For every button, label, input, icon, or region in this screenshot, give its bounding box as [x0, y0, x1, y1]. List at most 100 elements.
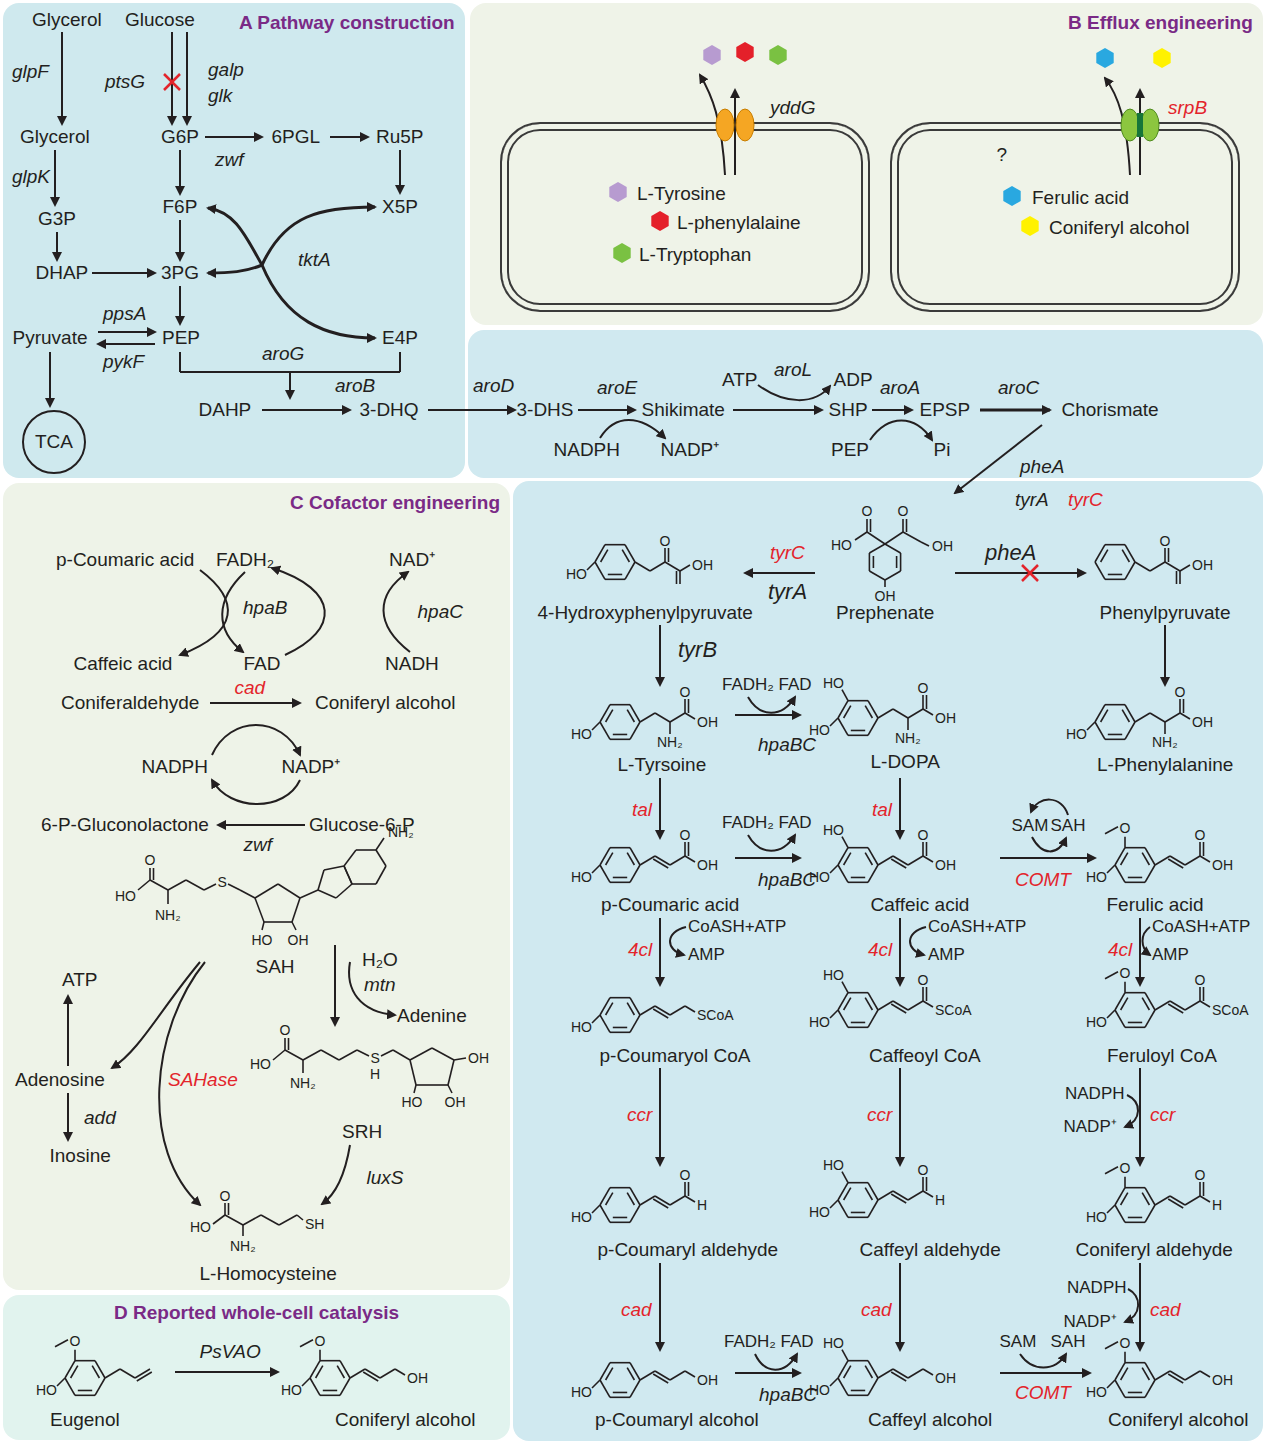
compound-name: p-Coumaryol CoA	[600, 1045, 751, 1068]
compound-name: Ru5P	[376, 126, 424, 149]
arrow	[955, 572, 1085, 574]
arrow	[659, 918, 661, 985]
molecule-icon	[1021, 216, 1038, 236]
enzyme-gene: tktA	[298, 249, 331, 272]
atom-label: O	[1120, 820, 1131, 837]
arrow	[399, 150, 401, 193]
atom-label: OH	[1192, 714, 1213, 731]
molecule-icon	[769, 45, 786, 65]
cell-outline: ?Ferulic acidConiferyl alcohol	[890, 122, 1240, 312]
molecule-icon	[613, 243, 630, 263]
compound-name: 6PGL	[272, 126, 321, 149]
compound-name: SAH	[1051, 1332, 1086, 1352]
cell-label: L-phenylalaine	[677, 212, 801, 235]
curved-arrow	[322, 1145, 350, 1204]
enzyme-gene: aroD	[473, 375, 514, 398]
atom-label: HO	[1086, 1209, 1107, 1226]
atom-label: OH	[875, 588, 896, 605]
atom-label: OH	[1212, 857, 1233, 874]
compound-name: ATP	[62, 969, 98, 992]
compound-name: L-Tyrsoine	[618, 754, 707, 777]
atom-label: O	[918, 972, 929, 989]
enzyme-gene: zwf	[215, 149, 244, 172]
atom-label: O	[145, 852, 156, 869]
atom-label: SCoA	[697, 1007, 734, 1024]
enzyme-gene: mtn	[364, 974, 396, 997]
arrow	[171, 32, 173, 124]
curved-arrow	[222, 572, 245, 652]
compound-name: Shikimate	[642, 399, 725, 422]
atom-label: HO	[823, 1335, 844, 1352]
atom-label: NH₂	[388, 824, 414, 841]
enzyme-gene: 4cl	[868, 939, 892, 962]
atom-label: O	[680, 684, 691, 701]
arrow	[659, 778, 661, 838]
atom-label: HO	[402, 1094, 423, 1111]
atom-label: HO	[1086, 1384, 1107, 1401]
curved-arrow	[208, 208, 262, 265]
enzyme-gene: cad	[861, 1299, 892, 1322]
compound-name: Caffeic acid	[871, 894, 970, 917]
atom-label: O	[680, 1167, 691, 1184]
transporter	[736, 109, 754, 141]
compound-name: SAH	[256, 956, 295, 979]
atom-label: HO	[823, 675, 844, 692]
curved-arrow	[349, 962, 395, 1015]
atom-label: O	[918, 827, 929, 844]
arrow	[1164, 625, 1166, 685]
compound-name: AMP	[928, 945, 965, 965]
atom-label: HO	[1086, 1014, 1107, 1031]
arrow	[899, 918, 901, 985]
enzyme-gene: cad	[621, 1299, 652, 1322]
arrow	[1000, 857, 1095, 859]
atom-label: H	[697, 1197, 707, 1214]
enzyme-gene: PsVAO	[200, 1341, 261, 1364]
compound-name: NADP⁺	[282, 756, 341, 779]
arrow	[735, 1372, 800, 1374]
enzyme-gene: ptsG	[105, 71, 145, 94]
chemical-structure	[55, 519, 1210, 1397]
atom-label: HO	[36, 1382, 57, 1399]
curved-arrow	[670, 927, 686, 955]
atom-label: OH	[935, 1370, 956, 1387]
compound-name: Coniferyl alcohol	[315, 692, 455, 715]
molecule-icon	[1096, 48, 1113, 68]
arrow	[1139, 1068, 1141, 1165]
enzyme-gene: tyrA	[1015, 489, 1049, 512]
arrow	[218, 824, 305, 826]
atom-label: HO	[809, 1014, 830, 1031]
enzyme-gene: zwf	[244, 834, 273, 857]
arrow	[67, 996, 69, 1066]
arrow	[334, 945, 336, 1025]
curved-arrow	[748, 835, 795, 851]
compound-name: SRH	[342, 1121, 382, 1144]
compound-name: Ferulic acid	[1107, 894, 1204, 917]
compound-name: p-Coumaric acid	[56, 549, 194, 572]
compound-name: G3P	[38, 208, 76, 231]
compound-name: F6P	[163, 196, 198, 219]
atom-label: O	[1160, 533, 1171, 550]
compound-name: Glycerol	[32, 9, 102, 32]
atom-label: HO	[190, 1219, 211, 1236]
curved-arrow	[600, 420, 665, 438]
enzyme-gene: aroL	[774, 359, 812, 382]
compound-name: NADPH	[142, 756, 209, 779]
atom-label: S	[371, 1050, 380, 1067]
atom-label: NH₂	[657, 734, 683, 751]
compound-name: 3-DHQ	[360, 399, 419, 422]
compound-name: NADH	[385, 653, 439, 676]
atom-label: HO	[831, 537, 852, 554]
arrow	[67, 1093, 69, 1140]
compound-name: NADP⁺	[1064, 1117, 1117, 1137]
atom-label: SCoA	[1212, 1002, 1249, 1019]
compound-name: Feruloyl CoA	[1107, 1045, 1217, 1068]
atom-label: OH	[935, 710, 956, 727]
curved-arrow	[1125, 1095, 1138, 1127]
curved-arrow	[755, 1354, 797, 1370]
compound-name: L-Homocysteine	[200, 1263, 337, 1286]
enzyme-gene: hpaBC	[759, 1384, 817, 1407]
atom-label: OH	[1192, 557, 1213, 574]
compound-name: Caffeyl alcohol	[868, 1409, 992, 1432]
compound-name: Phenylpyruvate	[1100, 602, 1231, 625]
panel-title: C Cofactor engineering	[290, 492, 500, 515]
